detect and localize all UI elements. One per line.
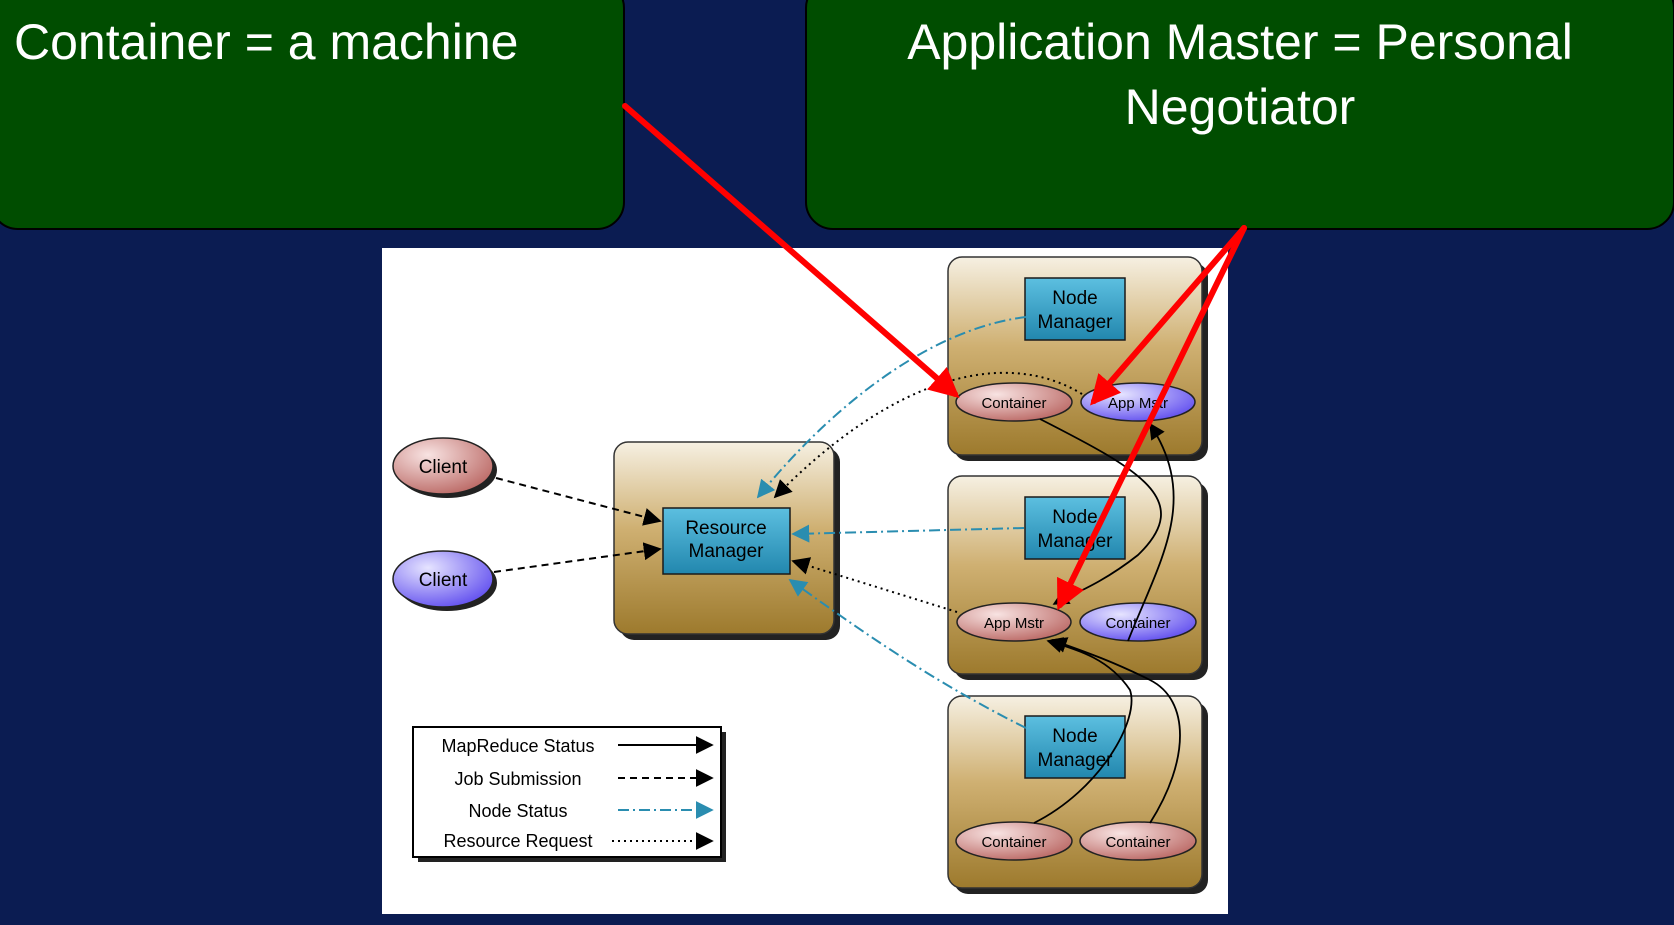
legend-resource-request: Resource Request [443, 831, 592, 851]
legend: MapReduce Status Job Submission Node Sta… [412, 726, 726, 862]
client-2-label: Client [419, 570, 468, 591]
mapreduce-status-arrow-node3-container-b [1050, 637, 1181, 824]
annotation-arrow-app-master-node1 [1090, 225, 1247, 406]
client-1-label: Client [419, 457, 468, 478]
node-manager-3-label-line1: Node [1052, 726, 1097, 747]
annotation-arrow-container [622, 103, 960, 398]
node-status-arrow-node1 [756, 316, 1027, 499]
node-manager-3-label-line2: Manager [1038, 750, 1114, 771]
mapreduce-status-arrow-node3-container-a [1033, 637, 1133, 824]
callout-container-definition: Container = a machine [0, 0, 625, 230]
container-node3-b [1079, 821, 1197, 861]
resource-manager-host: Resource Manager [613, 441, 840, 640]
resource-manager-label-line1: Resource [685, 518, 766, 539]
node-manager-2-label-line2: Manager [1038, 531, 1114, 552]
node-host-1: Node Manager Container App Mstr [947, 256, 1208, 461]
resource-request-arrow-node2 [791, 557, 958, 613]
resource-manager-label-line2: Manager [689, 541, 765, 562]
callout-container-text: Container = a machine [14, 14, 519, 70]
legend-node-status: Node Status [468, 801, 567, 821]
node-host-3: Node Manager Container Container [947, 695, 1208, 894]
node-manager-1-label-line1: Node [1052, 288, 1097, 309]
node-status-arrow-node3 [788, 578, 1027, 729]
node-manager-box-3 [1024, 715, 1126, 779]
resource-manager-box [662, 507, 791, 575]
container-node3-a [955, 821, 1073, 861]
client-2: Client [392, 550, 497, 611]
legend-mapreduce-status: MapReduce Status [441, 736, 594, 756]
container-node3-b-label: Container [1105, 834, 1170, 851]
container-node3-a-label: Container [981, 834, 1046, 851]
container-node1-label: Container [981, 395, 1046, 412]
node-status-arrow-node2 [791, 524, 1025, 543]
job-submission-arrow-client1 [495, 477, 662, 526]
container-node1 [955, 382, 1073, 422]
job-submission-arrow-client2 [493, 542, 662, 573]
mapreduce-status-arrow-node2-container [1127, 422, 1175, 642]
annotation-arrow-app-master-node2 [1057, 225, 1247, 611]
node-manager-box-1 [1024, 277, 1126, 341]
node-manager-2-label-line1: Node [1052, 507, 1097, 528]
app-master-node2-label: App Mstr [984, 615, 1044, 632]
callout-application-master-text: Application Master = Personal Negotiator [907, 14, 1573, 135]
legend-job-submission: Job Submission [454, 769, 581, 789]
node-manager-1-label-line2: Manager [1038, 312, 1114, 333]
container-node2-label: Container [1105, 615, 1170, 632]
app-master-node2 [956, 602, 1072, 642]
client-1: Client [392, 437, 497, 498]
container-node2 [1079, 602, 1197, 642]
